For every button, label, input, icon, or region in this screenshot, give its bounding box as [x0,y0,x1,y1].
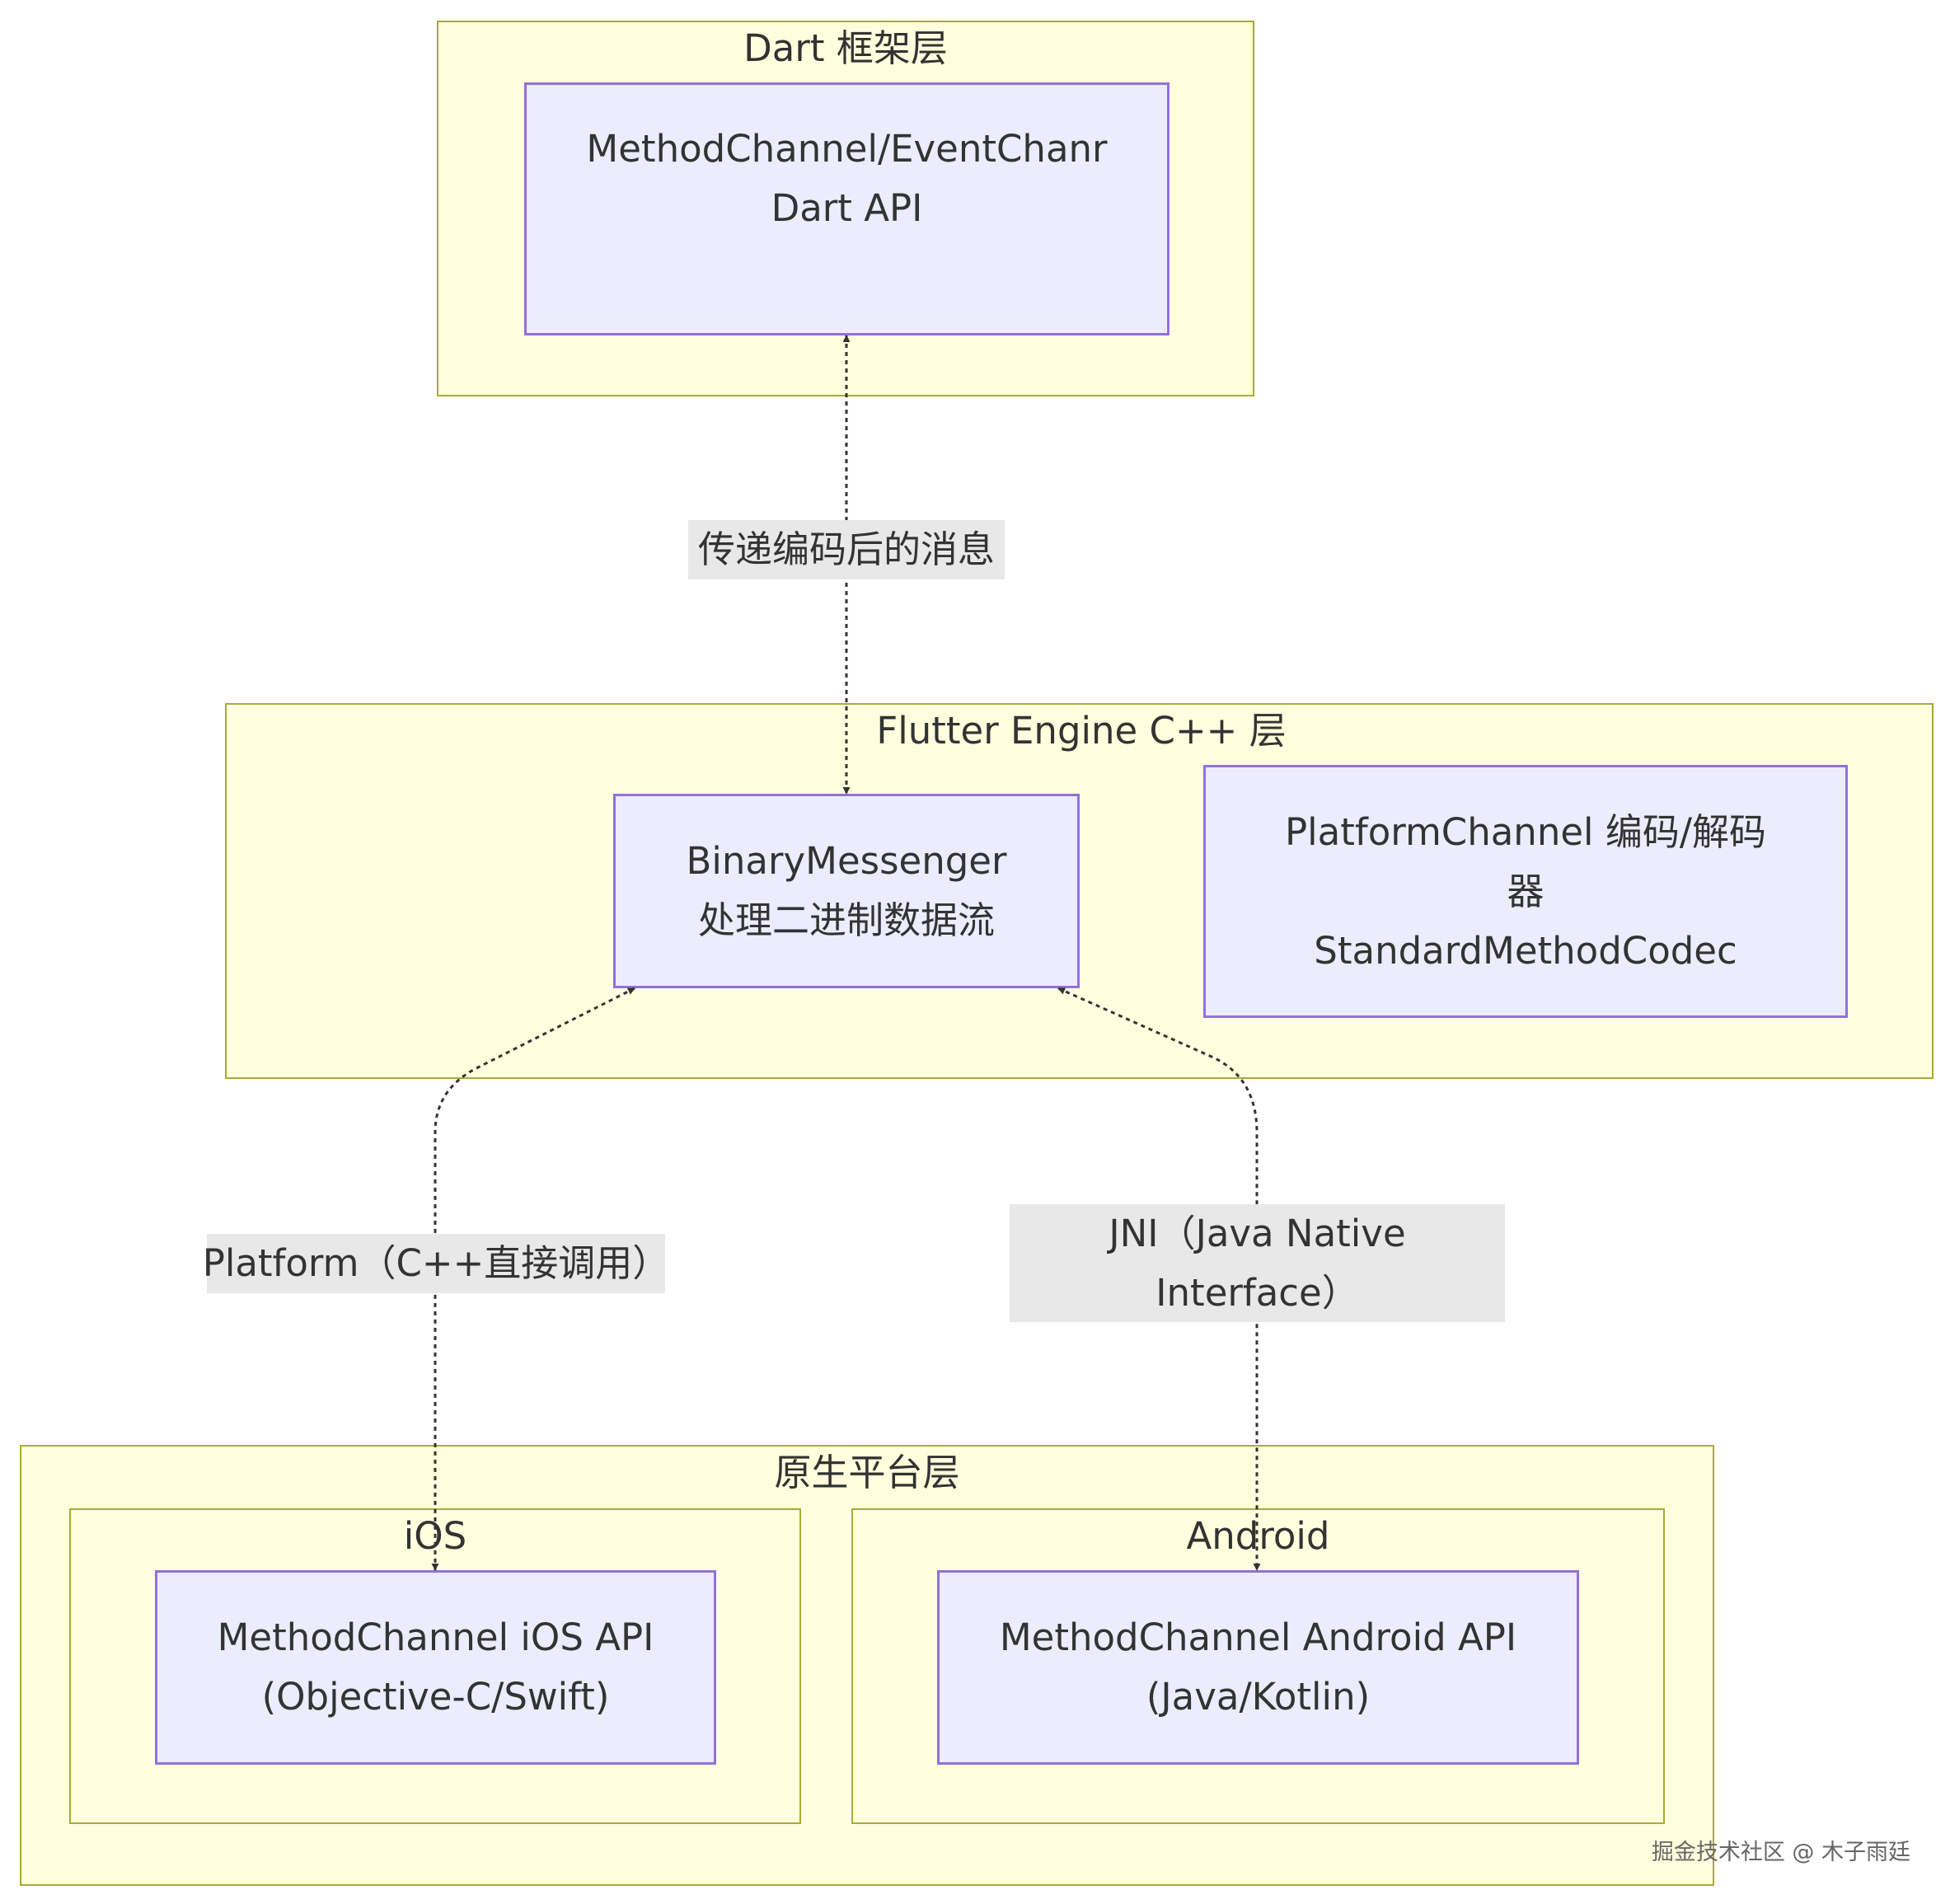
node-dart-api[interactable]: MethodChannel/EventChanr Dart API [524,82,1170,335]
cluster-title-dart: Dart 框架层 [743,26,948,70]
watermark-text: 掘金技术社区 @ 木子雨廷 [1651,1840,1910,1865]
node-binary-messenger[interactable]: BinaryMessenger 处理二进制数据流 [613,794,1080,988]
cluster-title-native: 原生平台层 [774,1451,960,1494]
cluster-title-android: Android [1186,1514,1330,1558]
edge-label-dart-engine: 传递编码后的消息 [688,520,1005,579]
node-codec-line2: 器 [1507,869,1545,913]
node-ios-api[interactable]: MethodChannel iOS API (Objective-C/Swift… [155,1570,716,1765]
node-ios-api-line1: MethodChannel iOS API [217,1616,654,1659]
node-ios-api-line2: (Objective-C/Swift) [261,1675,610,1719]
node-binary-messenger-line2: 处理二进制数据流 [697,898,995,942]
node-platform-channel-codec[interactable]: PlatformChannel 编码/解码 器 StandardMethodCo… [1203,765,1848,1018]
edge-label-engine-android: JNI（Java Native Interface） [1010,1204,1505,1322]
edge-label-engine-ios-text: Platform（C++直接调用） [202,1241,670,1285]
edge-label-engine-ios: Platform（C++直接调用） [203,1234,669,1293]
node-codec-line1: PlatformChannel 编码/解码 [1285,809,1766,854]
edge-label-dart-engine-text: 传递编码后的消息 [697,528,995,571]
node-dart-api-line1: MethodChannel/EventChanr [586,127,1108,171]
cluster-title-engine: Flutter Engine C++ 层 [876,709,1287,753]
edge-label-engine-android-line1: JNI（Java Native [1109,1211,1406,1255]
node-android-api[interactable]: MethodChannel Android API (Java/Kotlin) [937,1570,1579,1765]
cluster-title-ios: iOS [403,1514,467,1558]
node-codec-line3: StandardMethodCodec [1314,928,1737,973]
edge-label-engine-android-line2: Interface） [1155,1270,1359,1315]
node-android-api-line1: MethodChannel Android API [999,1616,1517,1659]
node-dart-api-line2: Dart API [771,186,923,230]
node-binary-messenger-line1: BinaryMessenger [686,839,1007,883]
node-android-api-line2: (Java/Kotlin) [1146,1675,1371,1719]
